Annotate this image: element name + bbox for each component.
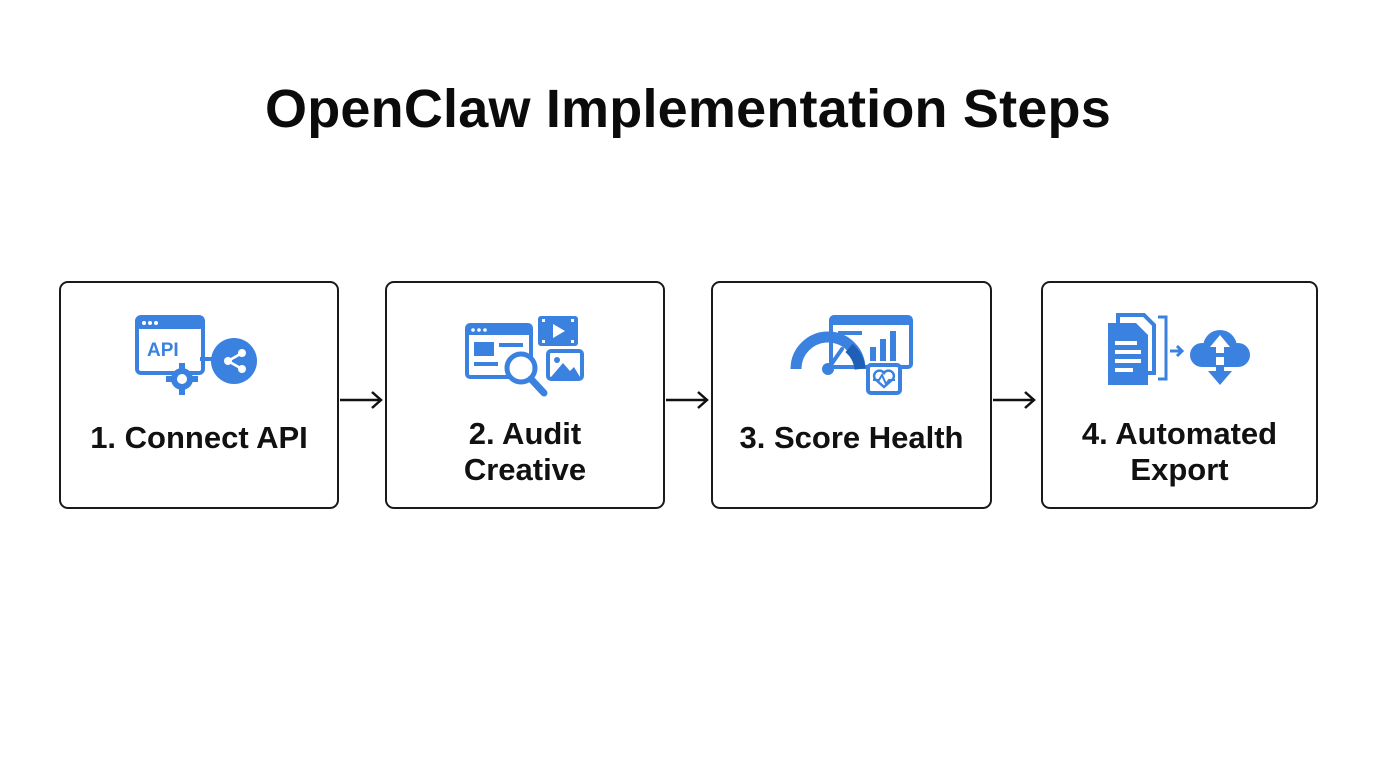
step-label: 2. Audit Creative xyxy=(463,416,587,487)
step-label: 1. Connect API xyxy=(90,420,308,455)
arrow-right-icon xyxy=(666,391,709,409)
page-title: OpenClaw Implementation Steps xyxy=(265,79,1111,139)
step-card-score-health: 3. Score Health xyxy=(711,281,992,509)
api-icon-text: API xyxy=(147,340,179,361)
step-card-audit-creative: 2. Audit Creative xyxy=(385,281,665,509)
step-card-automated-export: 4. Automated Export xyxy=(1041,281,1318,509)
export-cloud-icon xyxy=(1107,313,1250,385)
arrow-right-icon xyxy=(993,391,1036,409)
step-card-connect-api: API 1. Connect API xyxy=(59,281,339,509)
api-share-icon: API xyxy=(135,315,257,395)
arrow-right-icon xyxy=(340,391,383,409)
step-label: 3. Score Health xyxy=(739,420,964,455)
audit-media-icon xyxy=(465,316,584,397)
step-label: 4. Automated Export xyxy=(1081,416,1278,487)
health-dashboard-icon xyxy=(790,315,913,395)
